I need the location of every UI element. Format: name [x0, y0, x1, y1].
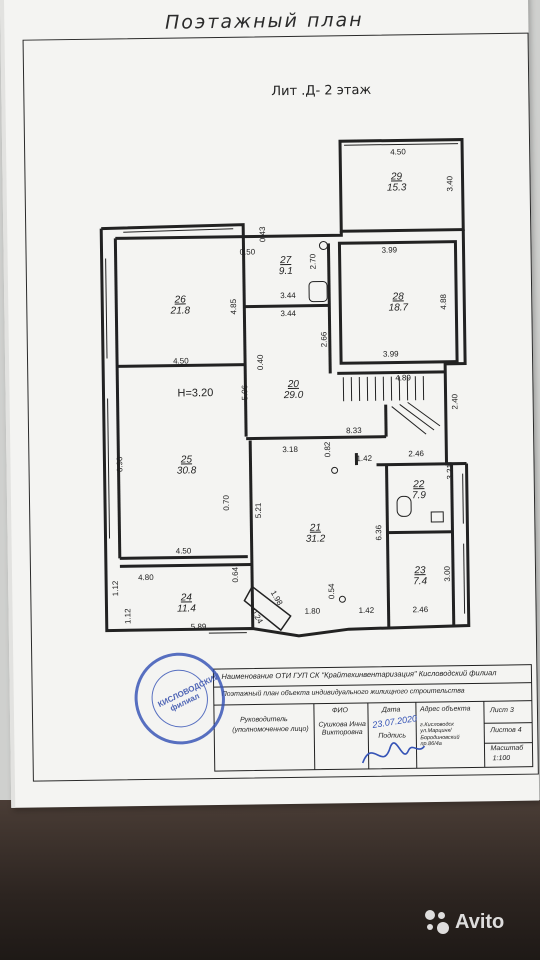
avito-brand-text: Avito: [455, 910, 505, 933]
signature: [361, 742, 426, 764]
background-floor: [0, 800, 540, 960]
floor-plan-drawing: [99, 138, 471, 638]
title-block-grid: [212, 664, 534, 772]
document-sheet: Поэтажный план Лит .Д- 2 этаж: [0, 0, 540, 808]
avito-watermark: Avito: [425, 910, 504, 934]
avito-logo-icon: [425, 910, 449, 934]
